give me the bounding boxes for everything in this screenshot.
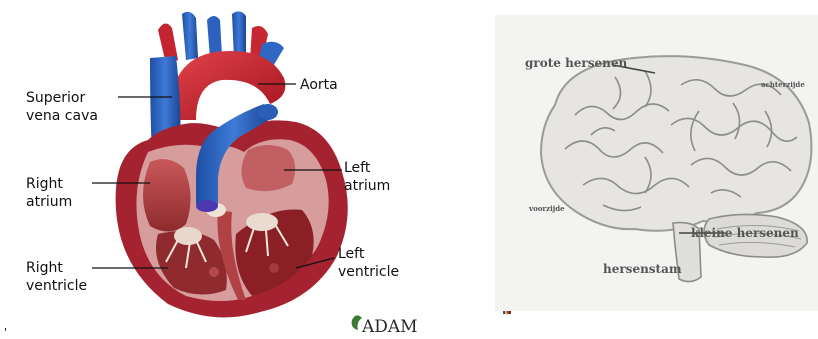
label-left-atrium-line1: Left xyxy=(344,160,371,176)
label-left-ventricle-line1: Left xyxy=(338,246,365,262)
label-voorzijde: voorzijde xyxy=(528,204,565,213)
label-right-ventricle-line1: Right xyxy=(26,260,63,276)
label-left-atrium-line2: atrium xyxy=(344,178,390,194)
label-right-atrium-line2: atrium xyxy=(26,194,72,210)
label-aorta: Aorta xyxy=(300,77,338,93)
label-grote-hersenen: grote hersenen xyxy=(525,56,628,70)
label-right-ventricle-line2: ventricle xyxy=(26,278,87,294)
label-superior-vena-cava-line1: Superior xyxy=(26,90,85,106)
heart-illustration: Superior vena cava Aorta Left atrium Rig… xyxy=(0,0,440,336)
label-kleine-hersenen: kleine hersenen xyxy=(691,226,799,240)
label-achterzijde: achterzijde xyxy=(761,80,805,89)
stray-mark: ' xyxy=(4,326,7,339)
brain-diagram: grote hersenen achterzijde voorzijde kle… xyxy=(495,15,818,311)
label-superior-vena-cava-line2: vena cava xyxy=(26,108,98,124)
color-swatch-strip xyxy=(503,311,511,314)
label-left-ventricle-line2: ventricle xyxy=(338,264,399,280)
label-hersenstam: hersenstam xyxy=(603,262,682,276)
adam-logo: ADAM xyxy=(352,315,418,336)
adam-logo-text: ADAM xyxy=(361,317,418,336)
brain-illustration: grote hersenen achterzijde voorzijde kle… xyxy=(495,15,818,311)
label-right-atrium-line1: Right xyxy=(26,176,63,192)
heart-diagram: Superior vena cava Aorta Left atrium Rig… xyxy=(0,0,440,336)
